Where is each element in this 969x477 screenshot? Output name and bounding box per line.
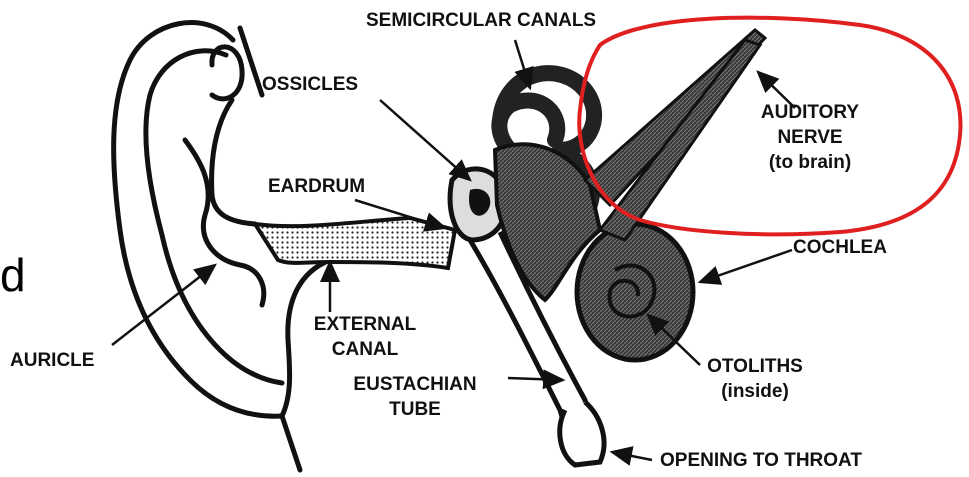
external-canal-shape: [255, 218, 455, 268]
label-external-canal-line2: CANAL: [290, 337, 440, 362]
label-auditory-nerve-line3: (to brain): [745, 150, 875, 175]
label-eardrum: EARDRUM: [268, 174, 365, 199]
label-semicircular-canals: SEMICIRCULAR CANALS: [366, 8, 596, 33]
label-ossicles: OSSICLES: [262, 72, 358, 97]
label-eustachian-tube: EUSTACHIAN TUBE: [325, 372, 505, 422]
label-auricle: AURICLE: [10, 348, 94, 373]
label-external-canal-line1: EXTERNAL: [290, 312, 440, 337]
label-opening-to-throat: OPENING TO THROAT: [660, 448, 862, 473]
label-otoliths-line1: OTOLITHS: [690, 354, 820, 379]
label-otoliths: OTOLITHS (inside): [690, 354, 820, 404]
label-eustachian-tube-line2: TUBE: [325, 397, 505, 422]
label-cochlea: COCHLEA: [793, 235, 887, 260]
label-eustachian-tube-line1: EUSTACHIAN: [325, 372, 505, 397]
leader-cochlea: [700, 250, 792, 282]
leader-eustachian: [508, 378, 563, 380]
label-auditory-nerve: AUDITORY NERVE (to brain): [745, 100, 875, 175]
label-otoliths-line2: (inside): [690, 379, 820, 404]
auditory-nerve-shape: [585, 30, 765, 240]
leader-throat: [612, 452, 652, 460]
cropped-text-fragment: d: [0, 252, 26, 298]
label-auditory-nerve-line1: AUDITORY: [745, 100, 875, 125]
leader-ossicles: [380, 100, 470, 180]
label-auditory-nerve-line2: NERVE: [745, 125, 875, 150]
label-external-canal: EXTERNAL CANAL: [290, 312, 440, 362]
